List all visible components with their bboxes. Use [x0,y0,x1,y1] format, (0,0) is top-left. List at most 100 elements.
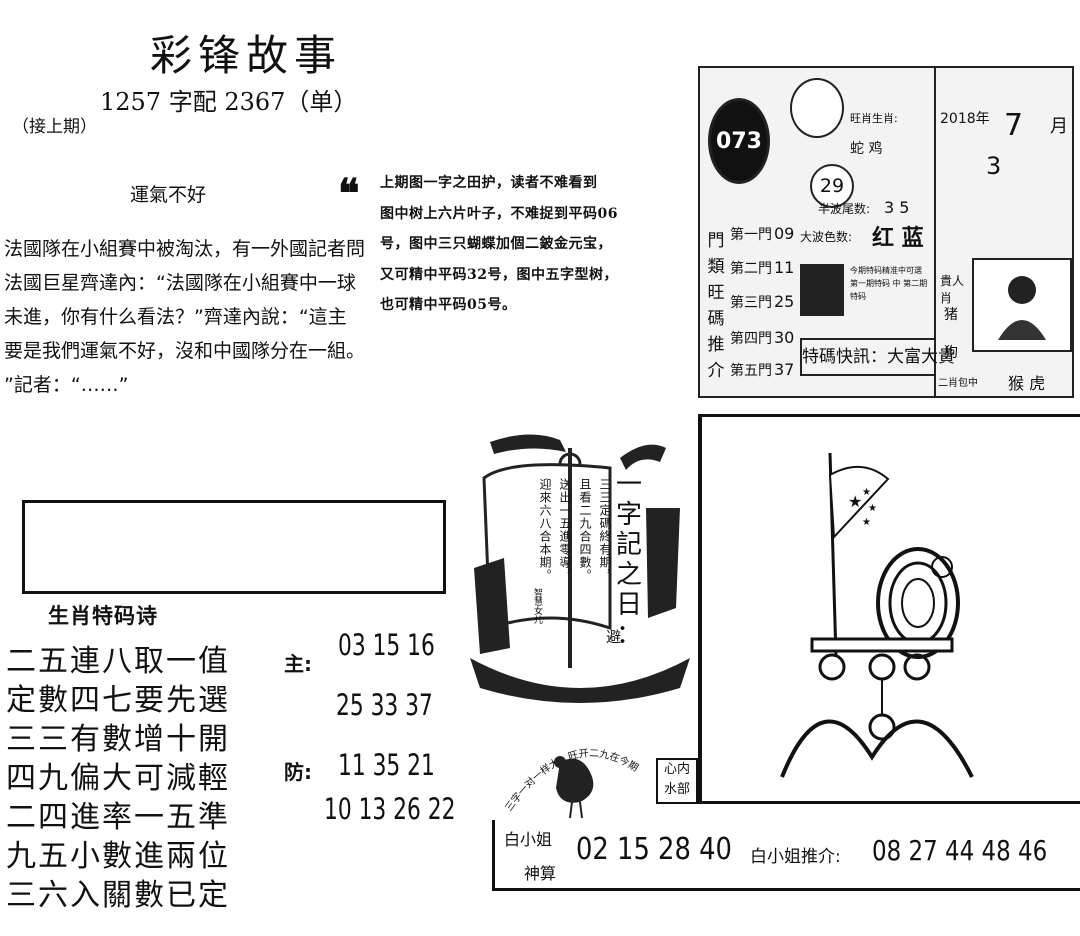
gates-char: 類 [707,257,725,277]
color-label: 大波色数: [800,230,853,244]
poem-line: 三六入關數已定 [6,878,230,913]
poem-line: 九五小數進兩位 [6,839,230,874]
dark-image-block [800,264,844,316]
svg-text:★: ★ [868,503,877,514]
gate-value: 25 [774,292,795,311]
ship-title-char: 之 [615,560,642,590]
card-left-panel: 073 29 旺肖生肖: 蛇 鸡 半波尾数: 3 5 大波色数: 红 蓝 門 類… [700,68,955,396]
poem-line: 三三有數增十開 [6,722,230,757]
ship-avoid-char: 避 [606,628,622,646]
ship-poem-column: 迎來六八合本期。 [538,478,552,582]
gate-label: 第三門 [730,295,772,311]
month-char: 月 [1050,116,1068,137]
page-subtitle: 1257 字配 2367（单） [100,88,358,116]
gate-value: 09 [774,224,795,243]
quick-news: 特碼快訊：大富大貴 [800,338,955,376]
defense-numbers-label: 防: [284,760,312,784]
story-line: 未進，你有什么看法？”齊達內說：“這主 [4,306,347,328]
poem-line: 二四進率一五準 [6,800,230,835]
ball-number: 29 [810,164,854,208]
ship-title-char: 字 [615,500,642,530]
svg-text:★: ★ [862,487,871,498]
main-numbers-row: 03 15 16 [338,628,435,662]
tail-value: 3 5 [884,198,910,217]
ship-title-char: 一 [615,470,642,500]
gate-label: 第一門 [730,227,772,243]
flag-cart-illustration-icon: ★ ★ ★ ★ [780,452,974,778]
miss-bai-numbers: 02 15 28 40 [576,832,732,867]
note-line: 又可精中平码32号，图中五字型树， [380,266,618,283]
gate-value: 37 [774,360,795,379]
cartoon-boy-icon [790,78,844,138]
continued-label: （接上期） [12,117,97,137]
defense-numbers-row: 10 13 26 22 [324,792,456,826]
ship-poem-column: 三三定碼終有期， [598,478,612,582]
note-line: 号，图中三只蝴蝶加個二鈹金元宝， [380,236,612,252]
recommend-numbers: 08 27 44 48 46 [872,834,1048,867]
gates-vertical-label: 門 類 旺 碼 推 介 [706,228,726,384]
gate-value: 30 [774,328,795,347]
note-line: 上期图一字之田护，读者不难看到 [380,175,598,191]
inner-box-line: 心内 [663,762,690,777]
poem-line: 定數四七要先選 [6,683,230,718]
svg-text:★: ★ [848,492,862,511]
inner-water-box: 心内 水部 [656,758,698,804]
tail-label: 半波尾数: [818,202,871,216]
ship-title-char: ： [615,620,642,650]
previous-issue-note: 上期图一字之田护，读者不难看到 图中树上六片叶子，不难捉到平码06 号，图中三只… [380,168,696,321]
lottery-card: 073 29 旺肖生肖: 蛇 鸡 半波尾数: 3 5 大波色数: 红 蓝 門 類… [698,66,1074,398]
quote-mark-icon: ❝ [338,170,360,217]
god-of-wealth-icon [998,276,1046,340]
ship-icon [470,434,690,703]
inner-box-line: 水部 [663,782,690,797]
story-title: 運氣不好 [130,184,207,206]
gates-char: 碼 [707,309,725,329]
story-line: ”記者：“……” [4,374,129,396]
zodiac-value: 蛇 鸡 [850,141,883,157]
riddle-picture: ★ ★ ★ ★ [698,414,1080,804]
shensuan-label: 神算 [524,864,557,883]
poem-line: 二五連八取一值 [6,644,230,679]
month-value: 7 [1004,108,1024,143]
ship-signature: 智慧女儿 [532,588,542,624]
gate-value: 11 [774,258,795,277]
empty-frame [22,500,446,594]
year-label: 2018年 [940,111,990,127]
page-title: 彩锋故事 [150,31,343,80]
miss-bai-label: 白小姐 [504,830,553,849]
story-line: 法國隊在小組賽中被淘汰，有一外國記者問 [4,238,366,260]
svg-text:★: ★ [862,517,871,528]
gates-char: 介 [707,361,725,381]
ship-title-char: 記 [615,530,642,560]
noble-zodiac-picture [972,258,1072,352]
bottom-frame [492,820,1080,891]
two-zodiac-value: 猴 虎 [1008,374,1046,393]
note-line: 图中树上六片叶子，不难捉到平码06 [380,205,618,222]
poem-title: 生肖特码诗 [48,604,158,628]
zodiac-label: 旺肖生肖: [850,112,898,125]
issue-badge: 073 [708,98,770,184]
gate-label: 第四門 [730,331,772,347]
gate-label: 第五門 [730,363,772,379]
ship-title: 一 字 記 之 日 ： [612,470,646,650]
main-numbers-row: 25 33 37 [336,688,433,722]
day-value: 3 [986,152,1002,180]
pig-zodiac: 猪 [944,307,958,323]
gates-char: 推 [707,335,725,355]
note-line: 也可精中平码05号。 [380,297,517,313]
story-line: 法國巨星齊達內：“法國隊在小組賽中一球 [4,272,356,294]
mini-text: 今期特码精准中可選 第一期特码 中 第二期特码 [850,266,928,301]
card-right-panel: 2018年 7 月 3 貴人肖 猪 狗 二肖包中 猴 虎 [936,68,1072,396]
two-zodiac-label: 二肖包中 [938,378,978,389]
poem-text: 二五連八取一值 定數四七要先選 三三有數增十開 四九偏大可減輕 二四進率一五準 … [6,642,230,915]
ship-title-char: 日 [615,590,642,620]
noble-zodiac-label: 貴人肖 [940,274,965,305]
defense-numbers-row: 11 35 21 [338,748,435,782]
rooster-icon: 三字一对一样大，旺开二九在今期 [504,748,640,819]
ship-poem-column: 送出一五進零導， [558,478,572,582]
